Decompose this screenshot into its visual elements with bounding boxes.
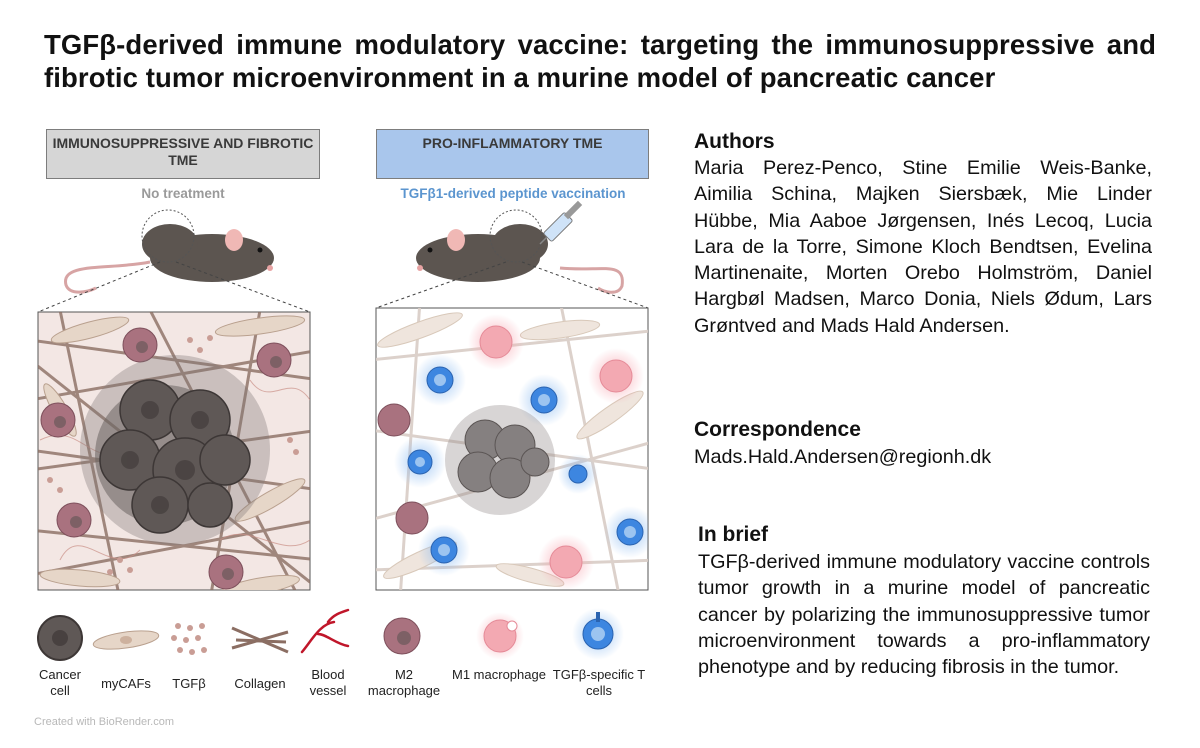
- m1-macrophage-icon: [476, 612, 524, 660]
- legend-label-tgfb: TGFβ: [172, 676, 206, 691]
- cancer-cell-icon: [37, 615, 83, 661]
- right-mouse-eye: [427, 247, 433, 253]
- left-mouse-eye: [257, 247, 263, 253]
- authors-heading: Authors: [694, 130, 775, 153]
- left-tgfb-dots: [47, 335, 299, 575]
- left-mouse-illustration: [37, 209, 311, 313]
- right-mouse-ear: [447, 229, 465, 251]
- paper-title: TGFβ-derived immune modulatory vaccine: …: [44, 29, 1156, 93]
- left-panel-label: IMMUNOSUPPRESSIVE AND FIBROTIC TME: [46, 129, 320, 179]
- collagen-icon: [231, 626, 289, 654]
- legend-icons: [37, 608, 624, 661]
- right-m1-macrophages: [468, 314, 644, 590]
- right-tumor-mass: [445, 405, 555, 515]
- mycaf-icon: [92, 630, 160, 650]
- t-cell-icon: [572, 608, 624, 660]
- biorender-credit: Created with BioRender.com: [34, 716, 175, 728]
- left-tumor-mass: [80, 355, 270, 545]
- legend-label-blood-vessel: Blood vessel: [309, 667, 347, 698]
- left-mouse-tumor-site: [141, 209, 195, 263]
- left-panel-sublabel: No treatment: [141, 186, 225, 201]
- legend-label-collagen: Collagen: [234, 676, 286, 691]
- legend-label-mycafs: myCAFs: [101, 676, 151, 691]
- legend-label-m2-macrophage: M2 macrophage: [367, 667, 441, 698]
- left-mouse-ear: [225, 229, 243, 251]
- right-panel-sublabel: TGFβ1-derived peptide vaccination: [400, 186, 626, 201]
- authors-list: Maria Perez-Penco, Stine Emilie Weis-Ban…: [694, 157, 1152, 337]
- tgfb-icon: [171, 623, 207, 655]
- legend-label-cancer-cell: Cancer cell: [39, 667, 81, 698]
- right-mouse-tail: [559, 266, 624, 294]
- blood-vessel-icon: [300, 608, 350, 654]
- in-brief-heading: In brief: [698, 523, 769, 546]
- in-brief-text: TGFβ-derived immune modulatory vaccine c…: [698, 551, 1150, 679]
- graphical-abstract-figure: [37, 200, 649, 661]
- left-m2-nuclei: [54, 341, 282, 580]
- syringe-icon: [539, 200, 583, 245]
- right-t-cells: [394, 354, 648, 576]
- correspondence-email[interactable]: Mads.Hald.Andersen@regionh.dk: [694, 446, 992, 468]
- right-m2-macrophages: [377, 403, 429, 535]
- correspondence-heading: Correspondence: [694, 418, 861, 441]
- legend-label-t-cells: TGFβ-specific T cells: [552, 667, 646, 698]
- right-mouse-tumor-site: [489, 209, 543, 263]
- right-mouse-illustration: [375, 200, 649, 309]
- left-tme-panel: [37, 311, 311, 591]
- right-panel-label: PRO-INFLAMMATORY TME: [376, 129, 649, 179]
- legend-label-m1-macrophage: M1 macrophage: [452, 667, 546, 682]
- left-mouse-tail: [64, 260, 151, 294]
- m2-macrophage-icon: [383, 617, 421, 655]
- right-tme-panel: [375, 307, 649, 591]
